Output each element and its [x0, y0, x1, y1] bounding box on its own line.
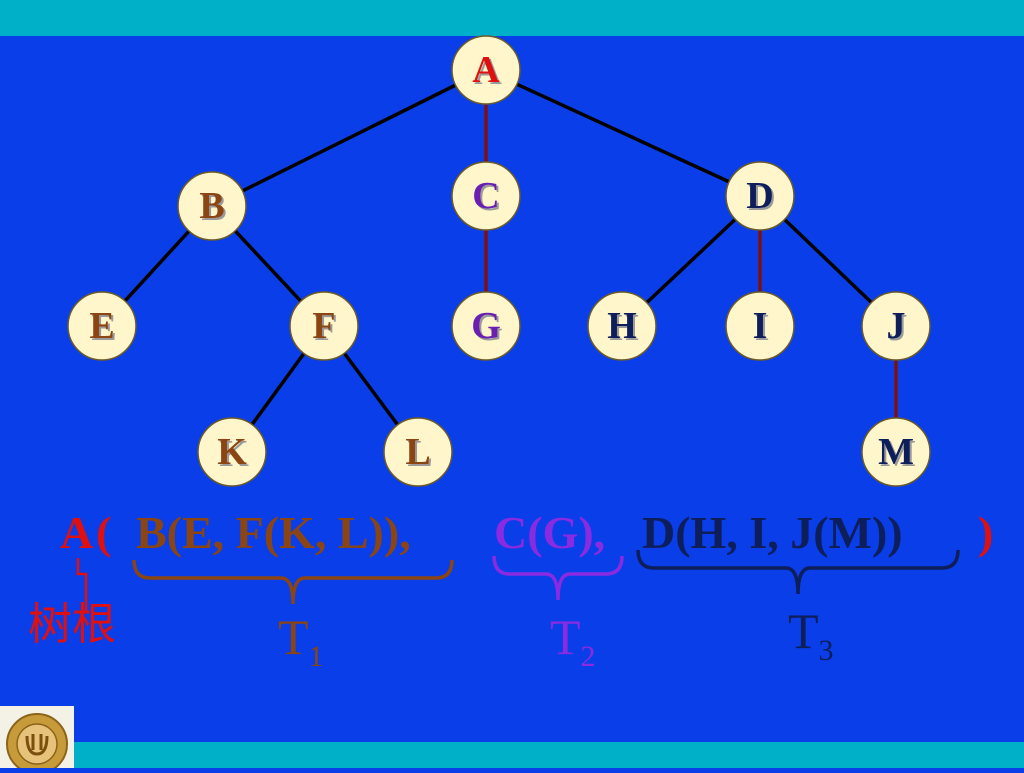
- node-label-j: J: [887, 305, 906, 347]
- node-shadow-i: I: [755, 307, 770, 349]
- expr-t2: C(G),: [494, 507, 606, 558]
- brace-t1: [132, 559, 454, 605]
- node-f: FF: [289, 291, 359, 361]
- node-shadow-j: J: [889, 307, 908, 349]
- node-label-h: H: [607, 305, 637, 347]
- brace-t3: [636, 549, 960, 595]
- node-m: MM: [861, 417, 931, 487]
- node-g: GG: [451, 291, 521, 361]
- node-c: CC: [451, 161, 521, 231]
- node-circle-h: [587, 291, 657, 361]
- node-label-c: C: [472, 175, 499, 217]
- node-label-b: B: [199, 185, 224, 227]
- bottom-band: [0, 742, 1024, 768]
- node-circle-m: [861, 417, 931, 487]
- node-i: II: [725, 291, 795, 361]
- root-label: 树根: [28, 599, 116, 650]
- node-circle-k: [197, 417, 267, 487]
- node-circle-b: [177, 171, 247, 241]
- node-circle-d: [725, 161, 795, 231]
- node-shadow-d: D: [748, 177, 775, 219]
- t1-main: T: [278, 609, 309, 665]
- brace-t2: [492, 555, 624, 601]
- node-shadow-k: K: [219, 433, 249, 475]
- t3-label: T3: [788, 606, 834, 666]
- node-shadow-f: F: [314, 307, 337, 349]
- node-circle-e: [67, 291, 137, 361]
- edge-a-d: [485, 68, 761, 198]
- node-e: EE: [67, 291, 137, 361]
- node-circle-c: [451, 161, 521, 231]
- node-label-k: K: [217, 431, 247, 473]
- node-shadow-h: H: [609, 307, 639, 349]
- node-d: DD: [725, 161, 795, 231]
- node-shadow-m: M: [880, 433, 916, 475]
- t2-label: T2: [550, 612, 596, 672]
- expr-close-paren: ): [978, 507, 994, 558]
- node-b: BB: [177, 171, 247, 241]
- node-label-i: I: [753, 305, 768, 347]
- t3-main: T: [788, 603, 819, 659]
- expr-open-paren: (: [96, 507, 112, 558]
- node-label-l: L: [405, 431, 430, 473]
- node-shadow-c: C: [474, 177, 501, 219]
- node-label-a: A: [472, 49, 500, 91]
- node-circle-l: [383, 417, 453, 487]
- node-label-d: D: [746, 175, 773, 217]
- expr-t3: D(H, I, J(M)): [642, 507, 903, 558]
- t1-label: T1: [278, 612, 324, 672]
- node-circle-j: [861, 291, 931, 361]
- university-seal-icon: [0, 706, 74, 773]
- node-label-m: M: [878, 431, 914, 473]
- node-h: HH: [587, 291, 657, 361]
- edge-a-b: [211, 68, 487, 208]
- t2-main: T: [550, 609, 581, 665]
- root-pointer-line: [76, 558, 88, 612]
- node-circle-a: [451, 35, 521, 105]
- node-l: LL: [383, 417, 453, 487]
- expr-t1: B(E, F(K, L)),: [136, 507, 411, 558]
- node-label-f: F: [312, 305, 335, 347]
- node-shadow-l: L: [407, 433, 432, 475]
- t3-sub: 3: [818, 634, 834, 667]
- node-shadow-e: E: [91, 307, 116, 349]
- node-circle-f: [289, 291, 359, 361]
- node-shadow-b: B: [201, 187, 226, 229]
- node-label-g: G: [471, 305, 501, 347]
- top-band: [0, 0, 1024, 36]
- node-j: JJ: [861, 291, 931, 361]
- node-a: AA: [451, 35, 521, 105]
- t2-sub: 2: [580, 640, 596, 673]
- node-circle-g: [451, 291, 521, 361]
- node-circle-i: [725, 291, 795, 361]
- node-label-e: E: [89, 305, 114, 347]
- t1-sub: 1: [308, 640, 324, 673]
- node-k: KK: [197, 417, 267, 487]
- node-shadow-g: G: [473, 307, 503, 349]
- node-shadow-a: A: [474, 51, 502, 93]
- expr-root: A: [60, 507, 94, 558]
